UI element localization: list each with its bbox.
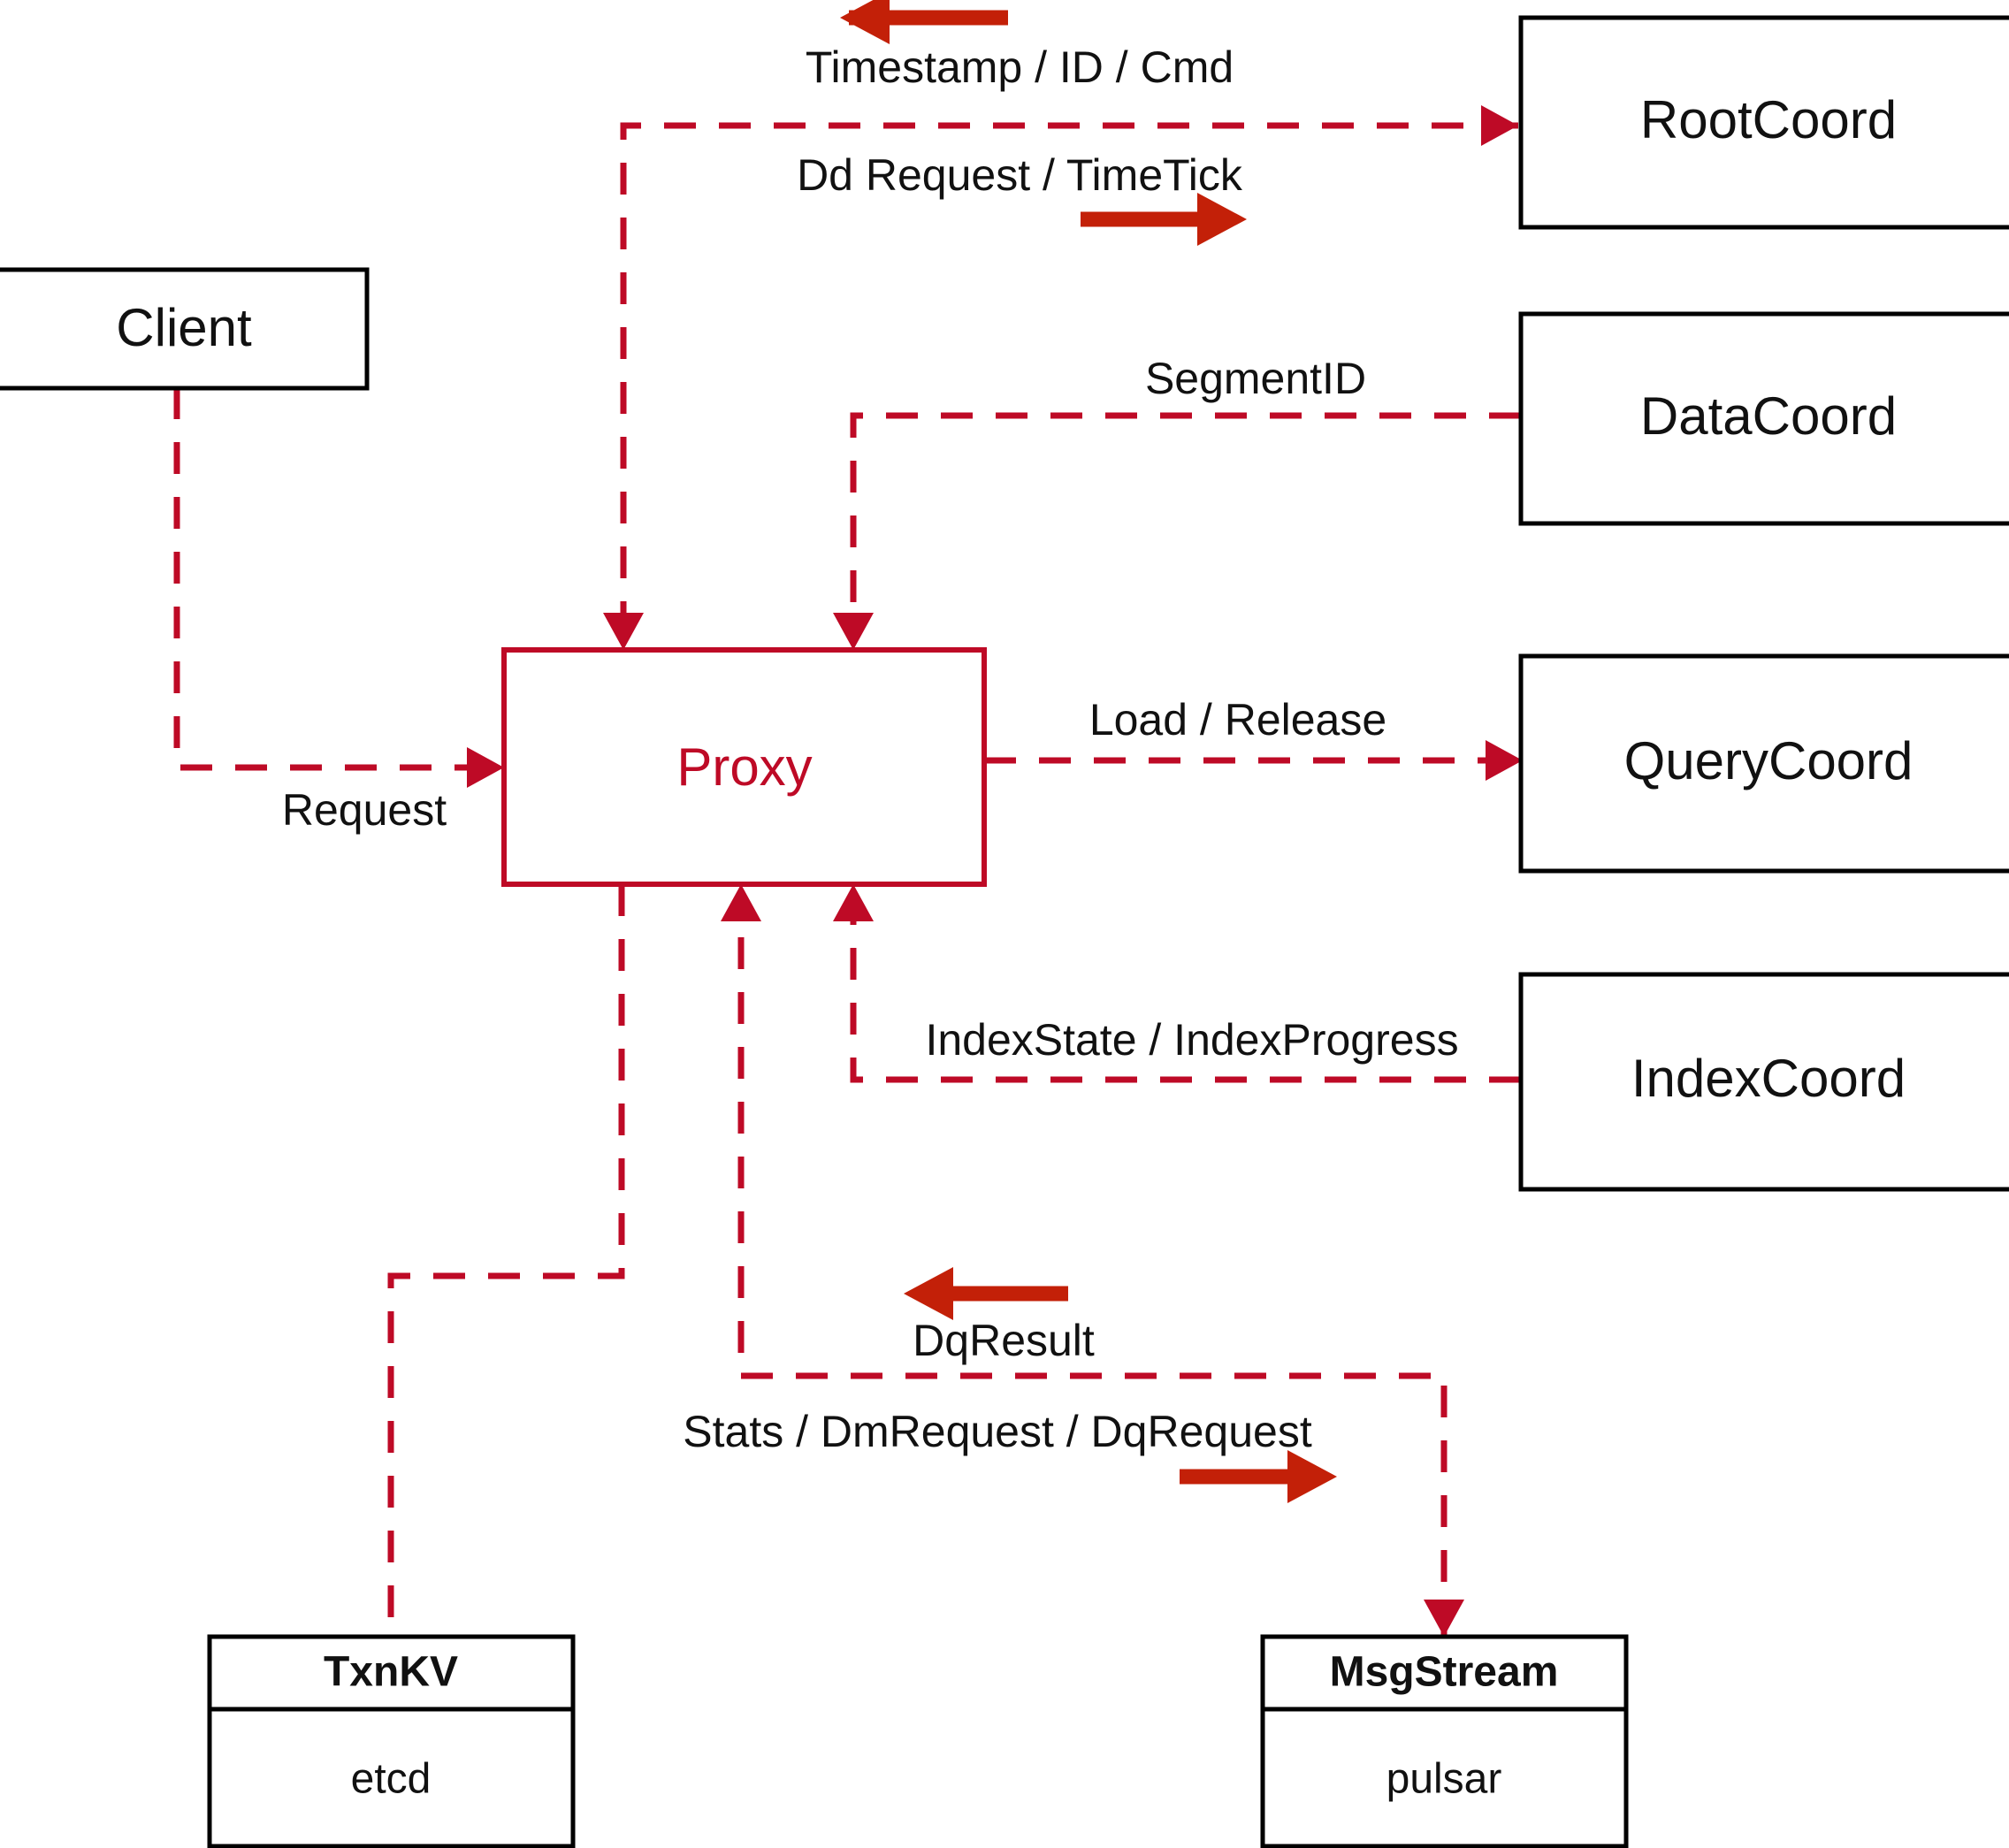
node-txnkv-body: etcd: [351, 1756, 432, 1803]
edge-label-timestamp-id-cmd: Timestamp / ID / Cmd: [806, 42, 1234, 92]
edge-label-dd-request-timetick: Dd Request / TimeTick: [797, 150, 1243, 200]
node-rootcoord-label: RootCoord: [1640, 90, 1897, 149]
edge-label-index-state-progress: IndexState / IndexProgress: [925, 1015, 1458, 1065]
node-proxy-label: Proxy: [676, 737, 812, 797]
node-indexcoord[interactable]: IndexCoord: [1518, 972, 2009, 1192]
edge-label-segment-id: SegmentID: [1145, 354, 1366, 403]
node-querycoord-label: QueryCoord: [1624, 731, 1914, 790]
node-datacoord[interactable]: DataCoord: [1518, 311, 2009, 526]
flow-client-to-proxy: [173, 387, 485, 771]
node-datacoord-label: DataCoord: [1640, 386, 1897, 446]
edge-label-stats-dm-dq-request: Stats / DmRequest / DqRequest: [683, 1407, 1312, 1456]
node-client-label: Client: [116, 298, 252, 357]
direction-arrow-rightward-ddrequest: [1081, 193, 1247, 246]
node-client[interactable]: Client: [0, 267, 370, 391]
edge-label-load-release: Load / Release: [1089, 695, 1386, 745]
node-indexcoord-label: IndexCoord: [1631, 1049, 1906, 1108]
arrowhead-indexcoord-to-proxy: [833, 884, 874, 921]
node-msgstream[interactable]: MsgStream pulsar: [1260, 1634, 1629, 1848]
direction-arrow-rightward-statsrequest: [1180, 1450, 1337, 1503]
direction-arrow-leftward-dqresult: [904, 1267, 1068, 1320]
arrowhead-client-to-proxy: [467, 747, 504, 788]
flow-rootcoord-to-proxy: [620, 122, 1518, 630]
arrowhead-proxy-to-rootcoord: [1481, 105, 1518, 146]
arrowhead-rootcoord-to-proxy: [603, 613, 644, 650]
direction-arrow-leftward-timestamp: [840, 0, 1008, 44]
edge-label-request: Request: [282, 785, 447, 835]
flow-indexcoord-to-proxy: [850, 904, 1521, 1083]
flow-proxy-to-txnkv: [387, 884, 625, 1637]
arrowhead-proxy-to-querycoord: [1486, 740, 1523, 781]
node-msgstream-body: pulsar: [1386, 1756, 1502, 1803]
node-txnkv-header: TxnKV: [324, 1649, 458, 1696]
node-txnkv[interactable]: TxnKV etcd: [207, 1634, 576, 1848]
flow-datacoord-to-proxy: [850, 412, 1521, 630]
node-proxy[interactable]: Proxy: [501, 647, 987, 887]
node-rootcoord[interactable]: RootCoord: [1518, 15, 2009, 230]
flow-msgstream-to-proxy: [737, 904, 1448, 1637]
node-msgstream-header: MsgStream: [1330, 1649, 1559, 1696]
arrowhead-msgstream-to-proxy: [721, 884, 761, 921]
edge-label-dq-result: DqResult: [913, 1316, 1095, 1365]
node-querycoord[interactable]: QueryCoord: [1518, 653, 2009, 874]
arrowhead-proxy-to-msgstream: [1424, 1600, 1464, 1637]
arrowhead-datacoord-to-proxy: [833, 613, 874, 650]
